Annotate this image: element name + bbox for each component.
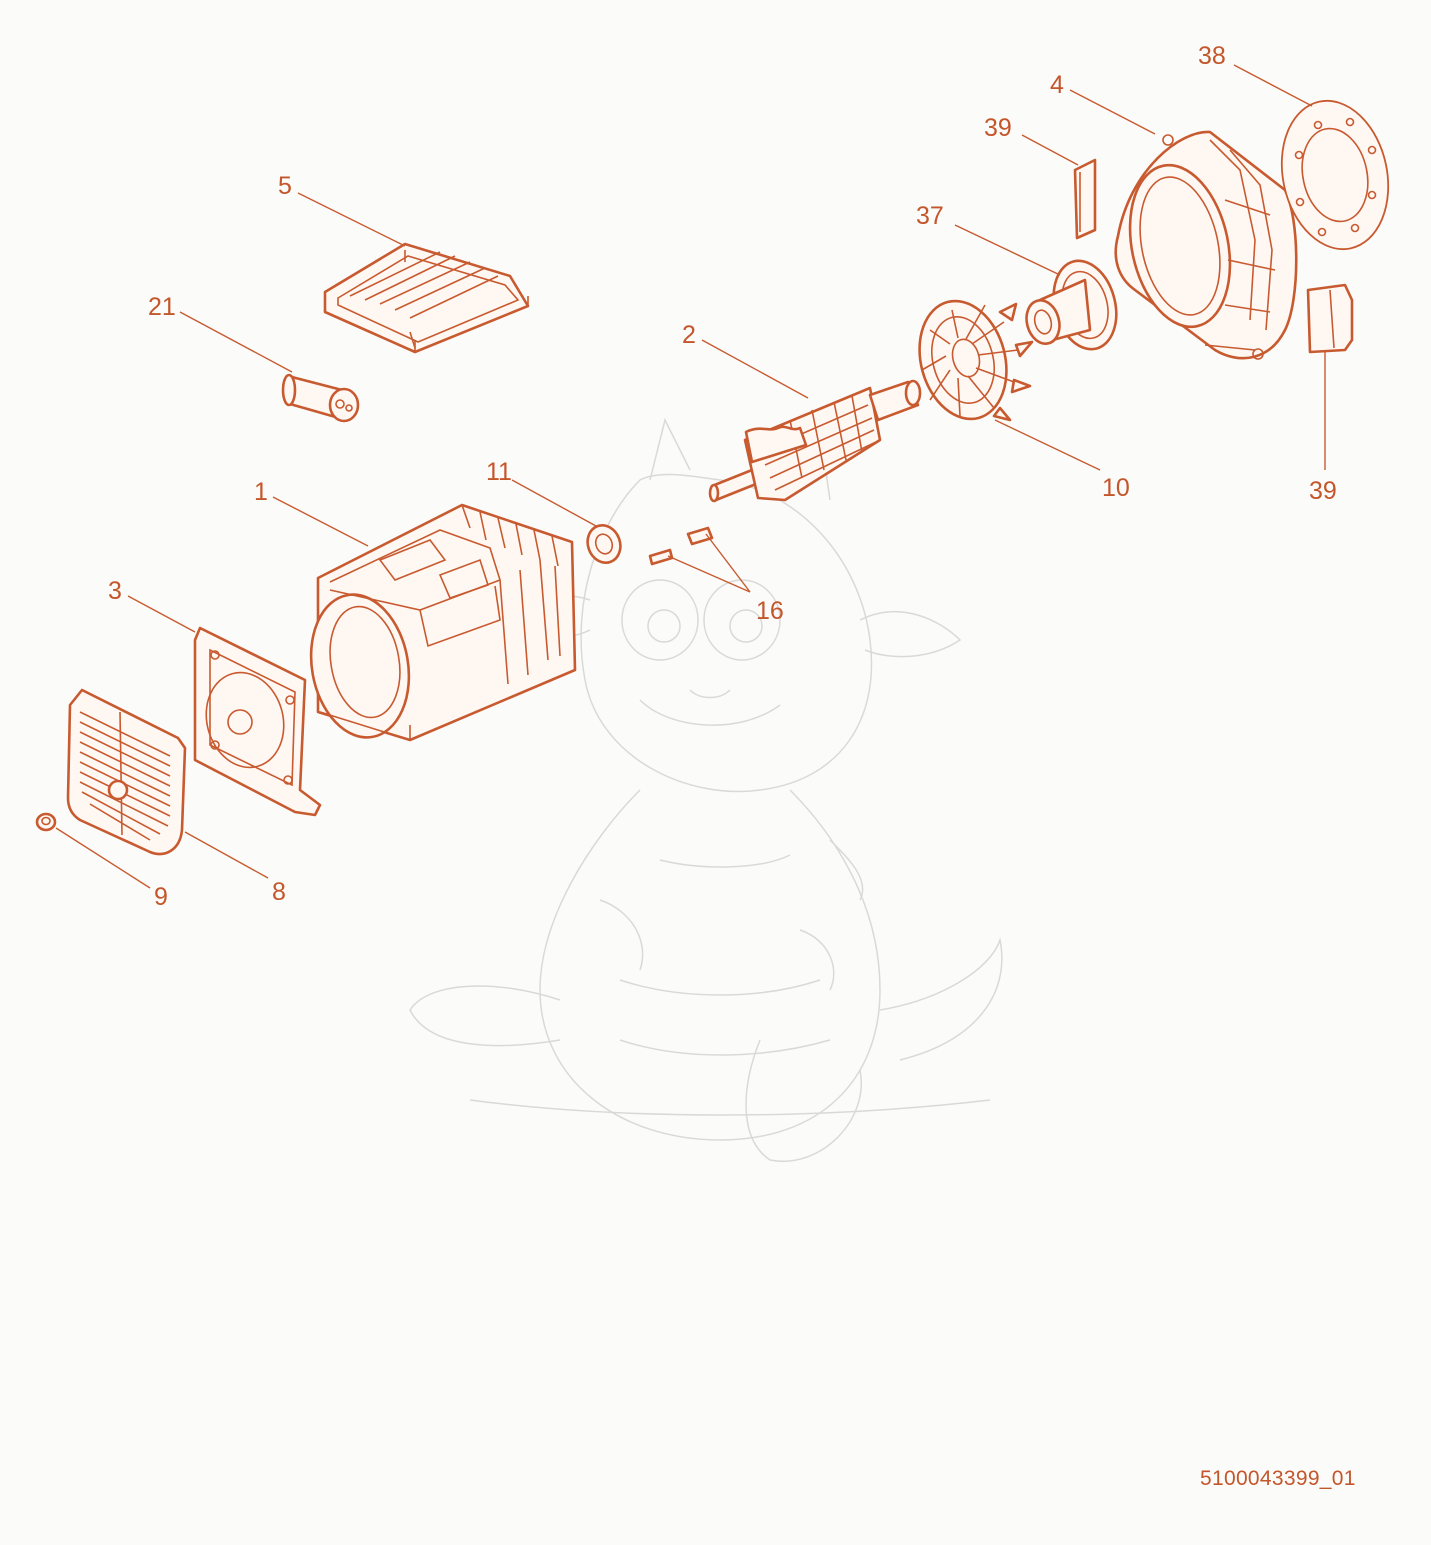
leader-lines	[55, 64, 1326, 889]
capacitor	[281, 373, 360, 423]
coupling-hub	[1025, 259, 1118, 351]
callout-39: 39	[984, 114, 1012, 142]
rear-end-shield	[1114, 130, 1298, 360]
terminal-box-cover	[323, 242, 530, 354]
callout-21: 21	[148, 293, 176, 321]
air-deflector-plate-lower	[1306, 283, 1354, 354]
callout-38: 38	[1198, 42, 1226, 70]
baby-dragon-sketch-icon	[409, 417, 1003, 1162]
leader-16a	[705, 533, 751, 593]
leader-21	[179, 311, 293, 373]
leader-4	[1069, 89, 1156, 135]
leader-8	[184, 831, 269, 879]
bearing	[586, 524, 622, 564]
rotor	[708, 379, 922, 503]
front-end-shield	[193, 626, 322, 817]
leader-11	[511, 479, 597, 527]
flange-gasket-ring	[1280, 99, 1390, 251]
callout-8: 8	[272, 878, 286, 906]
callout-16: 16	[756, 597, 784, 625]
leader-16b	[667, 555, 751, 593]
callout-10: 10	[1102, 474, 1130, 502]
leader-5	[297, 192, 406, 247]
callout-11: 11	[486, 458, 512, 486]
callout-3: 3	[108, 577, 122, 605]
stator-housing	[309, 503, 577, 742]
cooling-fan	[918, 299, 1034, 422]
front-grille-cover	[66, 688, 187, 856]
leader-3	[127, 595, 196, 633]
leader-38	[1233, 64, 1313, 107]
callout-4: 4	[1050, 71, 1064, 99]
callout-9: 9	[154, 883, 168, 911]
leader-2	[701, 339, 809, 399]
callout-labels: 38 4 39 37 5 21 2 10 39 11 1 16 3 8 9	[108, 42, 1337, 911]
leader-37	[954, 224, 1061, 276]
cap-plug	[35, 812, 57, 832]
callout-2: 2	[682, 321, 696, 349]
brush-pins	[648, 526, 714, 566]
callout-5: 5	[278, 172, 292, 200]
callout-39-lower: 39	[1309, 477, 1337, 505]
callout-37: 37	[916, 202, 944, 230]
leader-39a	[1021, 134, 1079, 166]
leader-10	[994, 419, 1101, 471]
callout-1: 1	[254, 478, 268, 506]
drawing-id-label: 5100043399_01	[1200, 1467, 1356, 1490]
leader-9	[55, 827, 151, 889]
leader-1	[272, 496, 369, 547]
air-deflector-plate-upper	[1073, 158, 1097, 240]
